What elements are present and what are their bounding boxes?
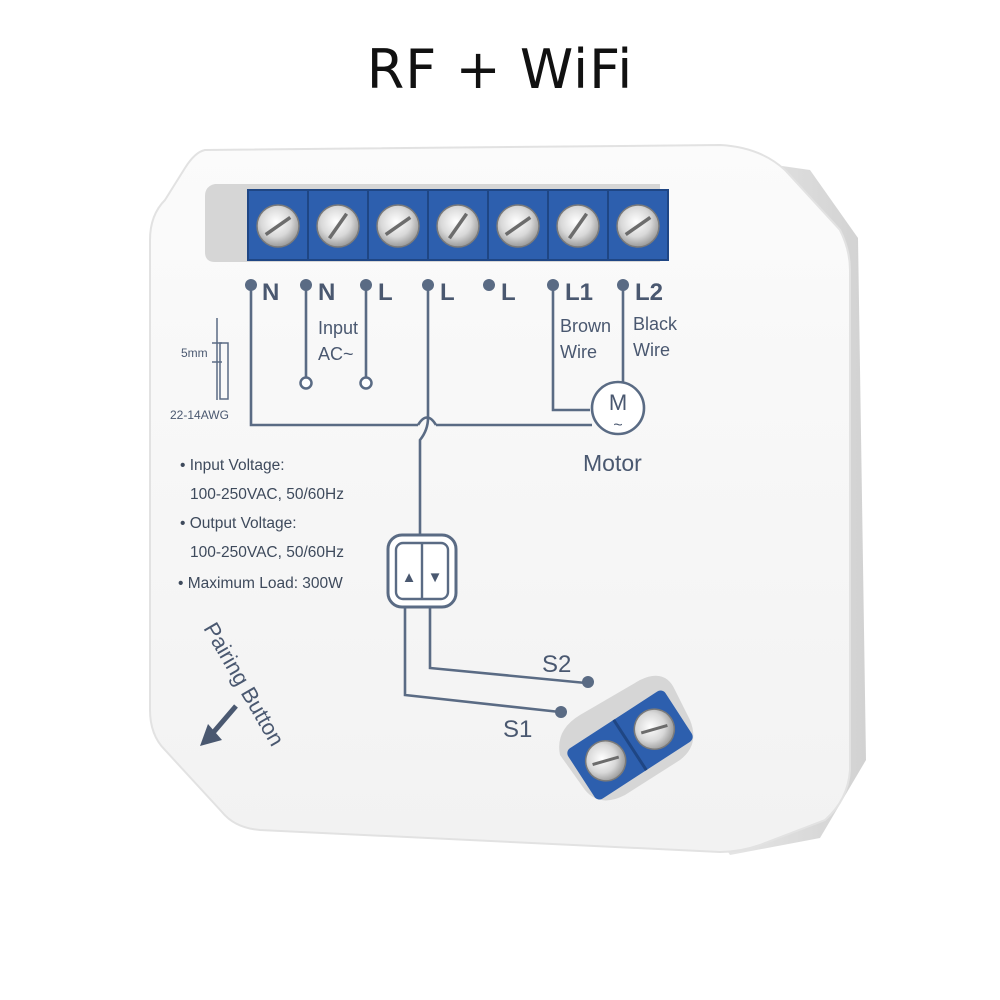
terminal-label-l2-motor: L2 [635, 279, 663, 306]
switch-up-arrow-icon: ▲ [402, 569, 417, 586]
wiring-diagram [249, 285, 625, 714]
ac-label: AC~ [318, 344, 354, 364]
terminal-screw-4 [427, 189, 489, 261]
terminal-label-n1: N [262, 279, 279, 306]
specifications: • Input Voltage: 100-250VAC, 50/60Hz • O… [178, 457, 344, 592]
terminal-label-l2: L [440, 279, 455, 306]
terminal-screw-2 [307, 189, 369, 261]
terminal-screw-7 [607, 189, 669, 261]
spec-input-voltage-heading: • Input Voltage: [180, 457, 285, 474]
wall-switch-symbol: ▲ ▼ [386, 533, 458, 609]
terminal-screw-3 [367, 189, 429, 261]
terminal-screw-1 [247, 189, 309, 261]
switch-down-arrow-icon: ▼ [428, 569, 443, 586]
s2-label: S2 [542, 651, 571, 678]
spec-max-load: • Maximum Load: 300W [178, 575, 343, 592]
motor-symbol-letter: M [609, 390, 627, 415]
motor-symbol: M ~ [590, 380, 646, 436]
terminal-block-bottom [559, 675, 694, 801]
terminal-label-l3: L [501, 279, 516, 306]
wiring-dots [245, 279, 629, 718]
s1-label: S1 [503, 716, 532, 743]
terminal-label-n2: N [318, 279, 335, 306]
black-wire-label: Wire [633, 340, 670, 360]
page-title: RF + WiFi [366, 38, 634, 101]
terminal-labels: N N L L L L1 L2 [262, 279, 663, 306]
terminal-screw-6 [547, 189, 609, 261]
pairing-arrow-icon [200, 704, 238, 746]
spec-input-voltage-value: 100-250VAC, 50/60Hz [190, 486, 344, 503]
terminal-label-l1: L [378, 279, 393, 306]
terminal-label-l1-motor: L1 [565, 279, 593, 306]
black-label: Black [633, 314, 678, 334]
input-label: Input [318, 318, 358, 338]
housing-face [149, 143, 851, 854]
spec-output-voltage-value: 100-250VAC, 50/60Hz [190, 544, 344, 561]
motor-symbol-tilde: ~ [613, 417, 622, 434]
motor-label: Motor [583, 450, 642, 476]
strip-length-indicator: 5mm 22-14AWG [170, 318, 229, 422]
strip-length-label: 5mm [181, 346, 208, 360]
terminal-block-top [247, 189, 669, 261]
brown-label: Brown [560, 316, 611, 336]
spec-output-voltage-heading: • Output Voltage: [180, 515, 297, 532]
wire-gauge-label: 22-14AWG [170, 408, 229, 422]
brown-wire-label: Wire [560, 342, 597, 362]
input-posts [299, 376, 373, 390]
terminal-screw-5 [487, 189, 549, 261]
